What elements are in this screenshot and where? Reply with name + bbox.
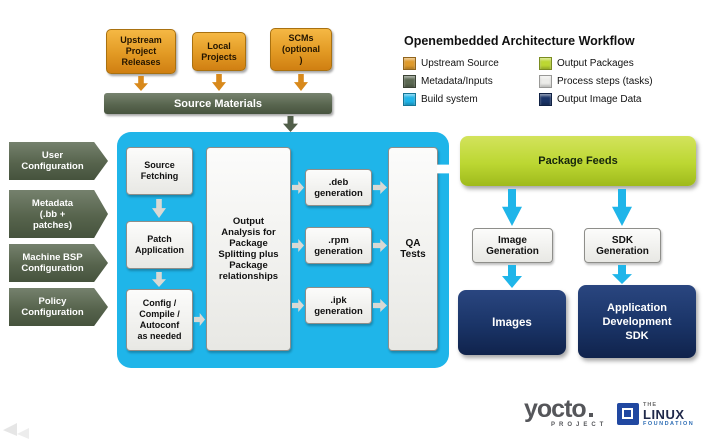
input-policy-configuration: Policy Configuration	[9, 288, 108, 326]
input-user-configuration: User Configuration	[9, 142, 108, 180]
upstream-project-releases-box: Upstream Project Releases	[106, 29, 176, 74]
lf-linux-text: LINUX	[643, 407, 685, 422]
local-projects-box: Local Projects	[192, 32, 246, 71]
source-fetching-label: Source Fetching	[140, 160, 179, 181]
legend-swatch-process-steps	[539, 75, 552, 88]
input-metadata-bb-patches: Metadata (.bb + patches)	[9, 190, 108, 238]
arrow-config-to-analysis-icon	[194, 313, 205, 326]
arrow-materials-to-build-icon	[283, 116, 298, 132]
package-feeds-label: Package Feeds	[538, 155, 618, 167]
corner-artifact-icon	[17, 428, 29, 439]
yocto-project-text: PROJECT	[551, 422, 608, 428]
legend-label-process-steps: Process steps (tasks)	[557, 76, 653, 87]
linux-foundation-icon	[617, 403, 639, 425]
legend-swatch-upstream-source	[403, 57, 416, 70]
local-projects-label: Local Projects	[201, 40, 237, 62]
output-analysis-box: Output Analysis for Package Splitting pl…	[206, 147, 291, 351]
image-generation-label: Image Generation	[486, 234, 539, 257]
input-policy-configuration-label: Policy Configuration	[21, 296, 84, 318]
config-compile-label: Config / Compile / Autoconf as needed	[137, 298, 182, 341]
source-materials-label: Source Materials	[173, 97, 263, 110]
legend-label-output-image-data: Output Image Data	[557, 94, 642, 105]
config-compile-box: Config / Compile / Autoconf as needed	[126, 289, 193, 351]
arrow-feeds-to-sdk-gen-icon	[612, 189, 632, 226]
legend-swatch-metadata-inputs	[403, 75, 416, 88]
scms-box: SCMs (optional )	[270, 28, 332, 71]
rpm-generation-label: .rpm generation	[314, 234, 363, 257]
yocto-name: yocto	[524, 395, 587, 423]
legend-label-metadata-inputs: Metadata/Inputs	[421, 76, 493, 87]
application-development-sdk-label: Application Development SDK	[602, 301, 672, 342]
deb-generation-label: .deb generation	[314, 176, 363, 199]
ipk-generation-label: .ipk generation	[314, 294, 363, 317]
linux-foundation-glyph	[622, 408, 633, 419]
arrow-scms-to-materials-icon	[294, 74, 308, 91]
deb-generation-box: .deb generation	[305, 169, 372, 206]
lf-foundation-text: FOUNDATION	[643, 421, 695, 427]
image-generation-box: Image Generation	[472, 228, 553, 263]
lf-the-text: THE	[643, 402, 657, 408]
ipk-generation-box: .ipk generation	[305, 287, 372, 324]
legend-swatch-output-image-data	[539, 93, 552, 106]
yocto-dot-icon	[588, 413, 593, 417]
legend-label-build-system: Build system	[421, 94, 478, 105]
qa-tests-box: QA Tests	[388, 147, 438, 351]
legend-swatch-build-system	[403, 93, 416, 106]
source-materials-bar: Source Materials	[104, 93, 332, 114]
diagram-title: Openembedded Architecture Workflow	[404, 34, 635, 48]
package-feeds-box: Package Feeds	[460, 136, 696, 186]
scms-label: SCMs (optional )	[282, 33, 320, 65]
legend-swatch-output-packages	[539, 57, 552, 70]
output-analysis-label: Output Analysis for Package Splitting pl…	[218, 216, 279, 282]
sdk-generation-box: SDK Generation	[584, 228, 661, 263]
input-metadata-bb-patches-label: Metadata (.bb + patches)	[31, 197, 74, 231]
input-machine-bsp-configuration: Machine BSP Configuration	[9, 244, 108, 282]
linux-foundation-logo: THE LINUX FOUNDATION	[643, 402, 699, 430]
arrow-sdk-gen-to-sdk-icon	[612, 265, 632, 284]
arrow-local-to-materials-icon	[212, 74, 226, 91]
images-box: Images	[458, 290, 566, 355]
source-fetching-box: Source Fetching	[126, 147, 193, 195]
patch-application-label: Patch Application	[135, 234, 184, 255]
input-machine-bsp-configuration-label: Machine BSP Configuration	[21, 252, 84, 274]
legend-label-upstream-source: Upstream Source	[421, 58, 499, 69]
yocto-wordmark: yocto	[524, 395, 610, 423]
legend-label-output-packages: Output Packages	[557, 58, 634, 69]
images-label: Images	[492, 316, 532, 329]
application-development-sdk-box: Application Development SDK	[578, 285, 696, 358]
sdk-generation-label: SDK Generation	[596, 234, 649, 257]
upstream-project-releases-label: Upstream Project Releases	[120, 35, 162, 67]
input-user-configuration-label: User Configuration	[21, 150, 84, 172]
arrow-image-gen-to-images-icon	[502, 265, 522, 288]
arrow-upstream-to-materials-icon	[134, 76, 148, 91]
patch-application-box: Patch Application	[126, 221, 193, 269]
qa-tests-label: QA Tests	[400, 238, 426, 260]
arrow-feeds-to-image-gen-icon	[502, 189, 522, 226]
corner-artifact-icon	[3, 423, 17, 436]
rpm-generation-box: .rpm generation	[305, 227, 372, 264]
yocto-project-logo: yocto PROJECT	[524, 397, 610, 435]
